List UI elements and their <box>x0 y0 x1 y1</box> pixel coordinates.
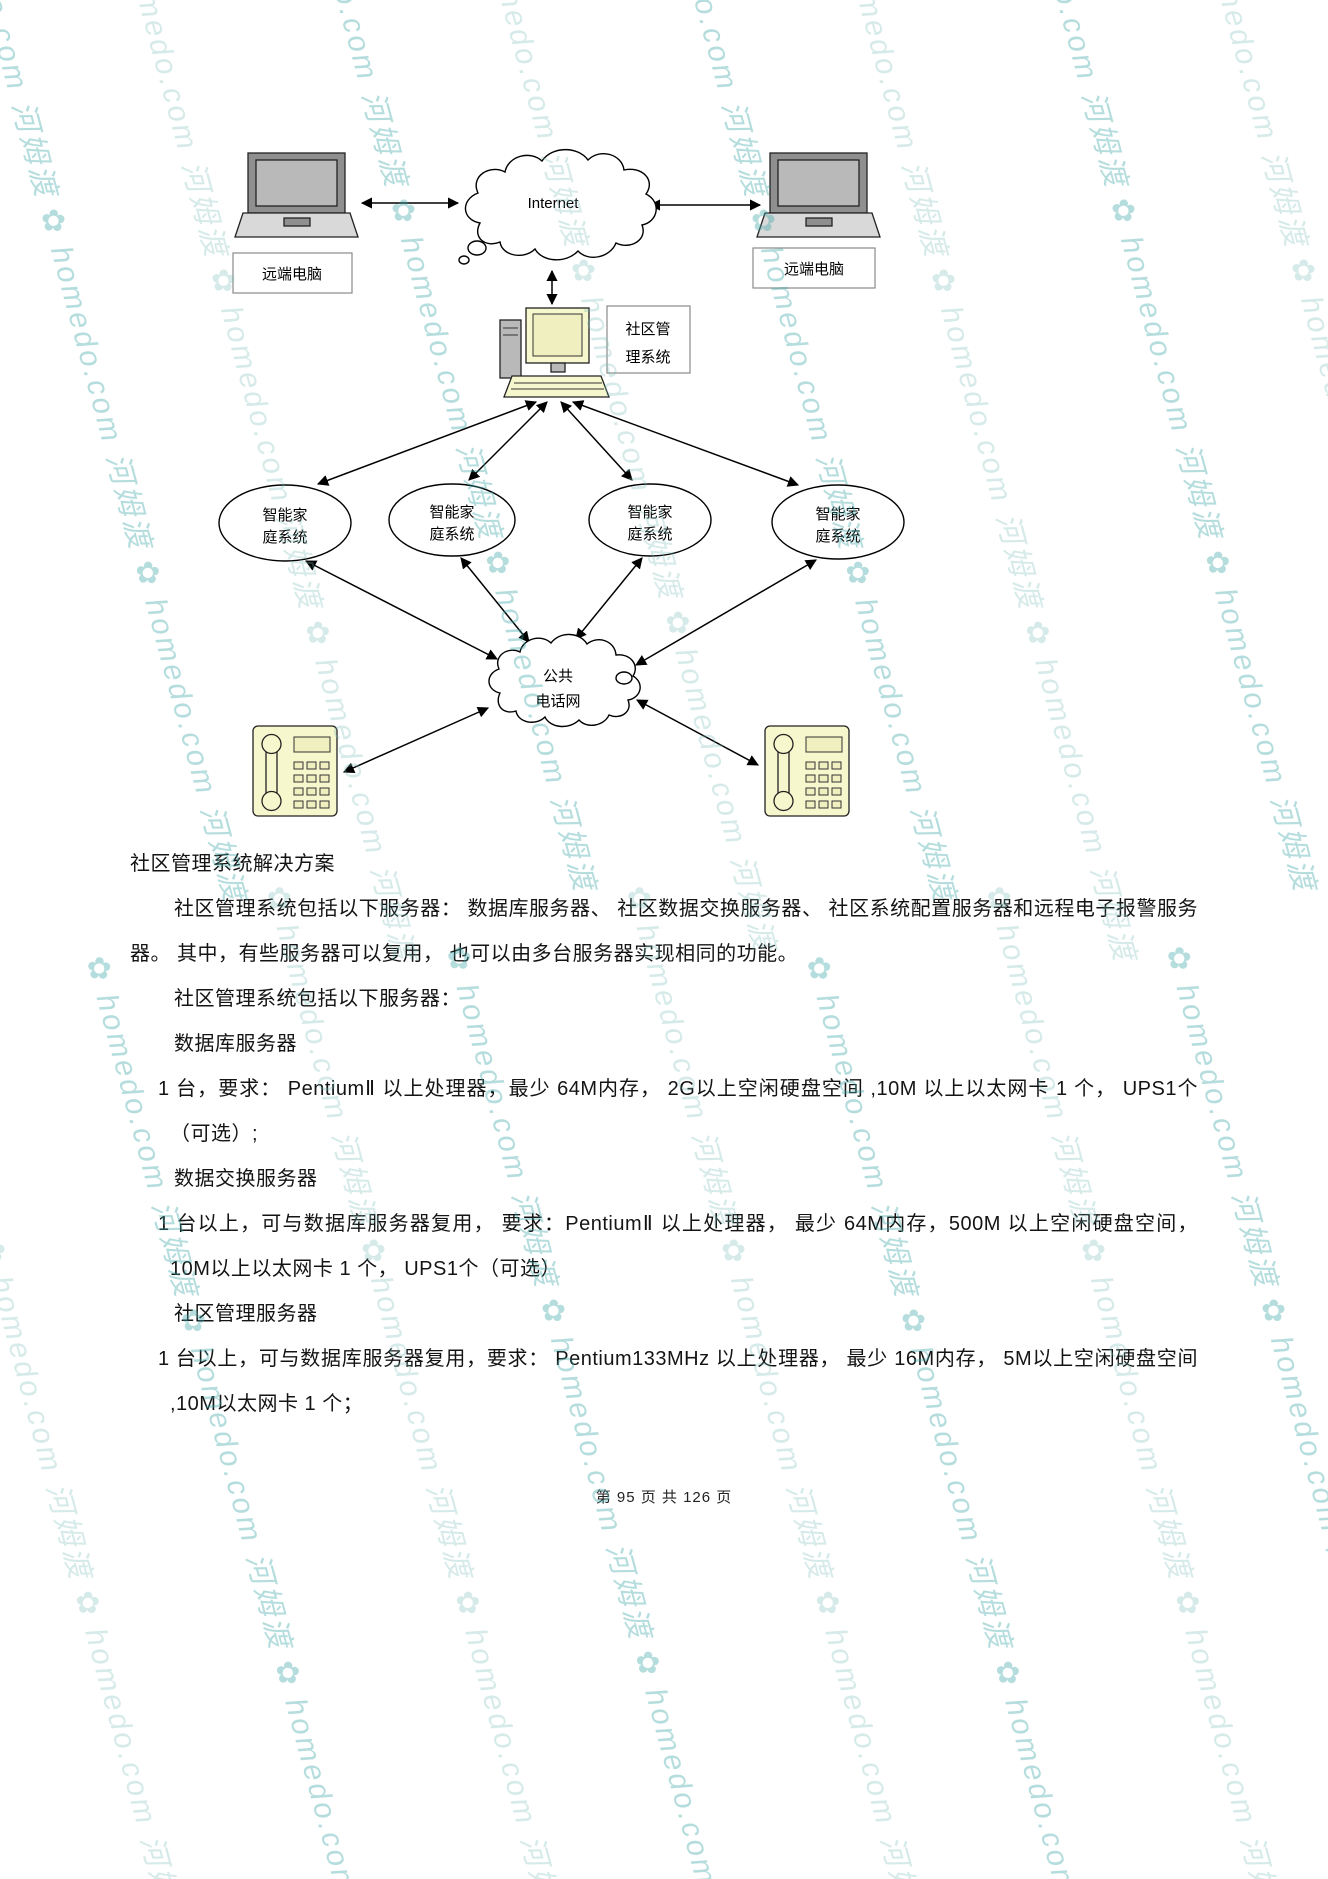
management-server-label-line1: 社区管 <box>625 321 670 338</box>
page-number-footer: 第 95 页 共 126 页 <box>595 1489 733 1506</box>
diagram-arrows <box>304 197 817 774</box>
item3-body: 1 台以上，可与数据库服务器复用，要求： Pentium133MHz 以上处理器… <box>158 1348 1198 1415</box>
internet-cloud-icon: Internet <box>458 148 657 265</box>
item2-body: 1 台以上，可与数据库服务器复用， 要求：PentiumⅡ 以上处理器， 最少 … <box>158 1213 1198 1280</box>
laptop-right-label-text: 远端电脑 <box>784 261 844 278</box>
smart-home-1-line2: 庭系统 <box>262 529 307 546</box>
smart-home-1-line1: 智能家 <box>262 506 307 524</box>
document-body: 社区管理系统解决方案 社区管理系统包括以下服务器： 数据库服务器、 社区数据交换… <box>130 842 1198 1427</box>
telephone-right-icon <box>764 725 850 817</box>
management-server-label: 社区管 理系统 <box>606 305 691 374</box>
management-server-label-line2: 理系统 <box>625 349 670 366</box>
servers-intro-line: 社区管理系统包括以下服务器： <box>174 988 461 1010</box>
smart-home-4-line1: 智能家 <box>815 505 860 523</box>
management-server-icon <box>499 307 610 398</box>
arrow-home3-phonenet <box>575 557 643 640</box>
smart-home-2-line1: 智能家 <box>429 503 474 521</box>
item2-title: 数据交换服务器 <box>174 1168 318 1190</box>
arrow-phoneright-phonenet <box>636 699 759 766</box>
phone-network-line1: 公共 <box>543 668 573 685</box>
item1-title: 数据库服务器 <box>174 1033 297 1055</box>
arrow-phoneleft-phonenet <box>342 706 490 774</box>
smart-home-node-4: 智能家 庭系统 <box>771 484 905 560</box>
smart-home-node-1: 智能家 庭系统 <box>218 484 352 562</box>
arrow-server-home2 <box>468 401 548 481</box>
item3-title: 社区管理服务器 <box>174 1303 318 1325</box>
phone-network-line2: 电话网 <box>535 693 580 710</box>
section-title: 社区管理系统解决方案 <box>130 853 335 875</box>
internet-label: Internet <box>528 195 580 212</box>
laptop-left-label-text: 远端电脑 <box>262 266 322 283</box>
laptop-left-icon <box>234 152 359 238</box>
intro-paragraph: 社区管理系统包括以下服务器： 数据库服务器、 社区数据交换服务器、 社区系统配置… <box>130 898 1198 965</box>
arrow-home4-phonenet <box>635 559 817 666</box>
network-diagram: 远端电脑 Internet 远端电脑 <box>218 148 905 817</box>
smart-home-4-line2: 庭系统 <box>815 528 860 545</box>
laptop-right-icon <box>756 152 881 238</box>
smart-home-node-3: 智能家 庭系统 <box>588 483 712 557</box>
laptop-left-label: 远端电脑 <box>232 252 353 294</box>
smart-home-3-line2: 庭系统 <box>627 526 672 543</box>
laptop-right-label: 远端电脑 <box>752 247 876 289</box>
arrow-home1-phonenet <box>304 560 499 660</box>
item1-body: 1 台，要求： PentiumⅡ 以上处理器，最少 64M内存， 2G以上空闲硬… <box>158 1078 1198 1145</box>
smart-home-node-2: 智能家 庭系统 <box>388 483 516 557</box>
smart-home-3-line1: 智能家 <box>627 503 672 521</box>
arrow-server-home3 <box>560 401 633 481</box>
telephone-left-icon <box>252 725 338 817</box>
arrow-server-home4 <box>571 400 800 487</box>
arrow-home2-phonenet <box>460 557 530 643</box>
phone-network-cloud-icon: 公共 电话网 <box>488 633 641 728</box>
smart-home-2-line2: 庭系统 <box>429 526 474 543</box>
arrow-server-home1 <box>316 400 538 486</box>
